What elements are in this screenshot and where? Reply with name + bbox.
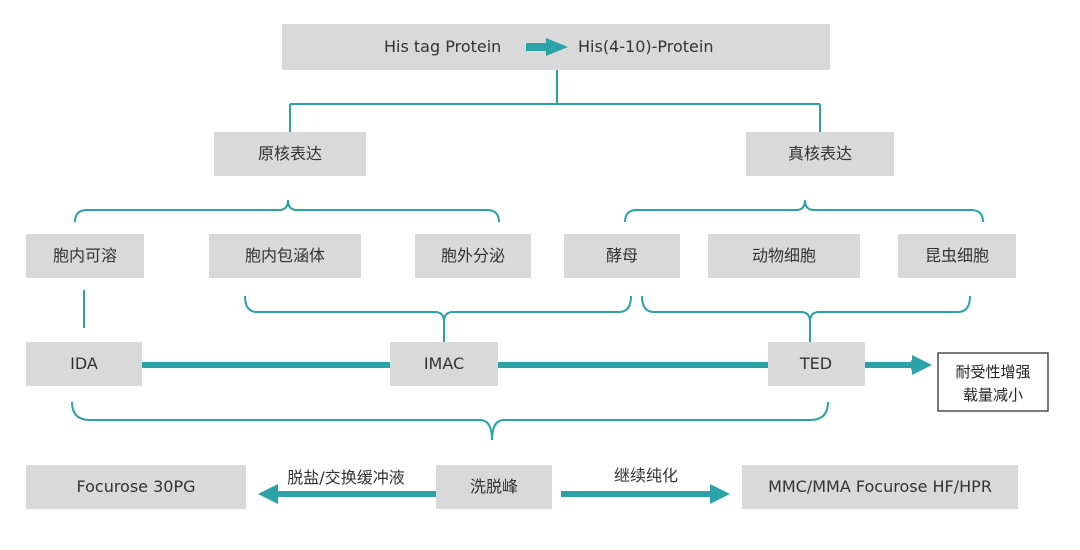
top-left-label: His tag Protein (384, 37, 501, 56)
result-line2: 载量减小 (963, 386, 1023, 404)
result-arrow-head (912, 355, 932, 375)
elution-peak-label: 洗脱峰 (470, 477, 518, 496)
mmc-mma-label: MMC/MMA Focurose HF/HPR (768, 477, 992, 496)
imac-box (390, 342, 498, 386)
ted-bracket (641, 295, 971, 342)
yeast-label: 酵母 (606, 246, 638, 265)
insect-cell-box (898, 234, 1016, 278)
desalting-label: 脱盐/交换缓冲液 (287, 468, 404, 487)
secretion-label: 胞外分泌 (441, 246, 505, 265)
focurose-30pg-box (26, 465, 246, 509)
eukaryotic-box (746, 132, 894, 176)
result-line1: 耐受性增强 (955, 363, 1030, 381)
result-box (937, 352, 1049, 412)
left-arrow-head (258, 484, 278, 504)
yeast-box (564, 234, 680, 278)
insect-cell-label: 昆虫细胞 (925, 246, 989, 265)
animal-cell-label: 动物细胞 (752, 246, 816, 265)
eukaryotic-label: 真核表达 (788, 144, 852, 163)
animal-cell-box (708, 234, 860, 278)
imac-label: IMAC (424, 354, 464, 373)
secretion-box (415, 234, 531, 278)
mmc-mma-box (742, 465, 1018, 509)
focurose-30pg-label: Focurose 30PG (76, 477, 195, 496)
top-tree-connector (289, 70, 821, 132)
prokaryotic-label: 原核表达 (258, 144, 322, 163)
inclusion-label: 胞内包涵体 (245, 246, 325, 265)
elution-peak-box (436, 465, 552, 509)
further-purification-label: 继续纯化 (614, 466, 678, 485)
ida-label: IDA (70, 354, 98, 373)
ted-label: TED (799, 354, 832, 373)
elution-brace (71, 401, 829, 441)
eukaryotic-brace (624, 199, 984, 223)
ted-box (768, 342, 865, 386)
prokaryotic-brace (74, 199, 500, 223)
top-arrow-icon (526, 38, 568, 56)
top-right-label: His(4-10)-Protein (578, 37, 713, 56)
right-arrow-head (710, 484, 730, 504)
prokaryotic-box (214, 132, 366, 176)
imac-bracket (244, 295, 632, 342)
soluble-label: 胞内可溶 (53, 246, 117, 265)
soluble-box (26, 234, 144, 278)
ida-box (26, 342, 142, 386)
inclusion-box (209, 234, 361, 278)
